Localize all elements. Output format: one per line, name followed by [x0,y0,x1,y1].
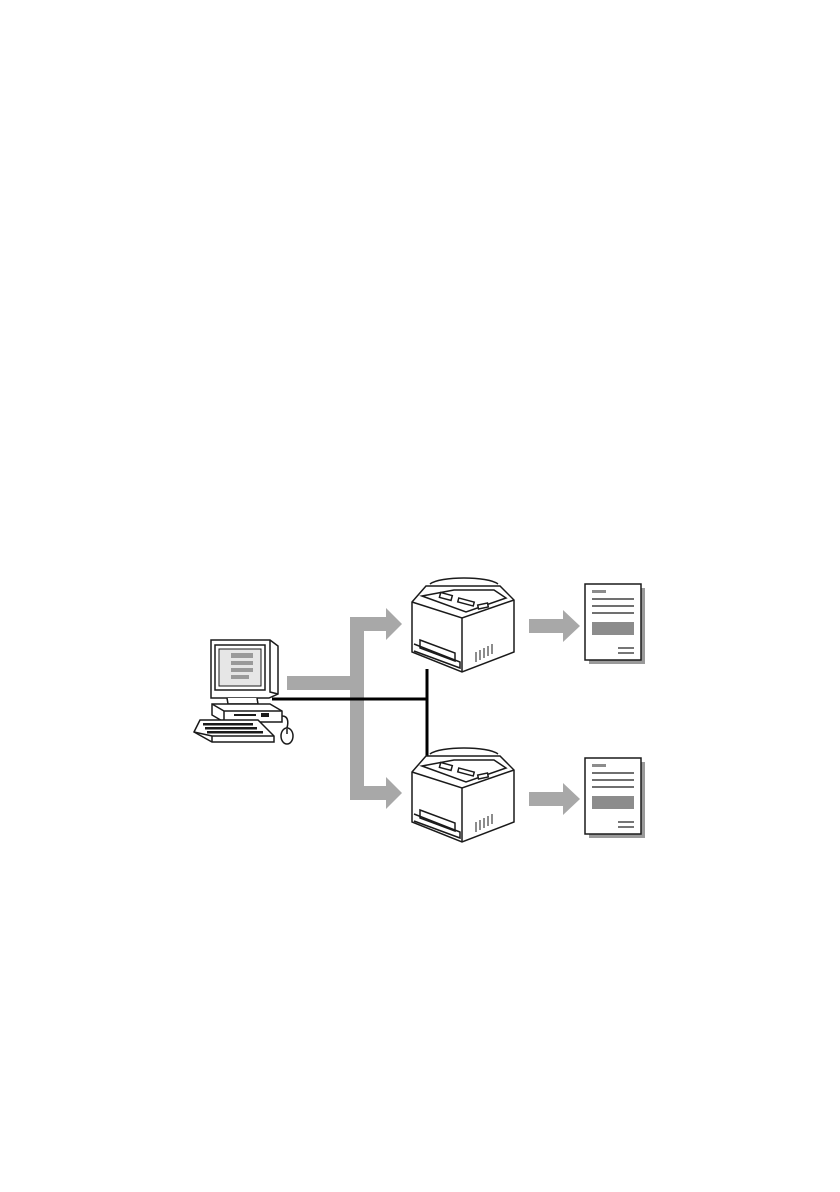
lower-output-arrow-head [563,783,580,815]
upper-output-arrow-head [563,610,580,642]
upper-branch-bar [350,617,388,631]
document-icon [585,584,645,664]
lower-output-bar [529,792,565,806]
desktop-computer-icon [194,640,293,744]
printer-to-document-arrows [529,610,580,815]
horizontal-flow-bar [287,676,358,690]
document-icon [585,758,645,838]
upper-arrow-head [386,608,402,640]
lower-branch-bar [350,786,388,800]
printer-icon [412,748,514,842]
vertical-flow-bar [350,617,364,799]
upper-output-bar [529,619,565,633]
printer-icon [412,578,514,672]
computer-to-printers-arrows [287,608,402,809]
lower-arrow-head [386,777,402,809]
